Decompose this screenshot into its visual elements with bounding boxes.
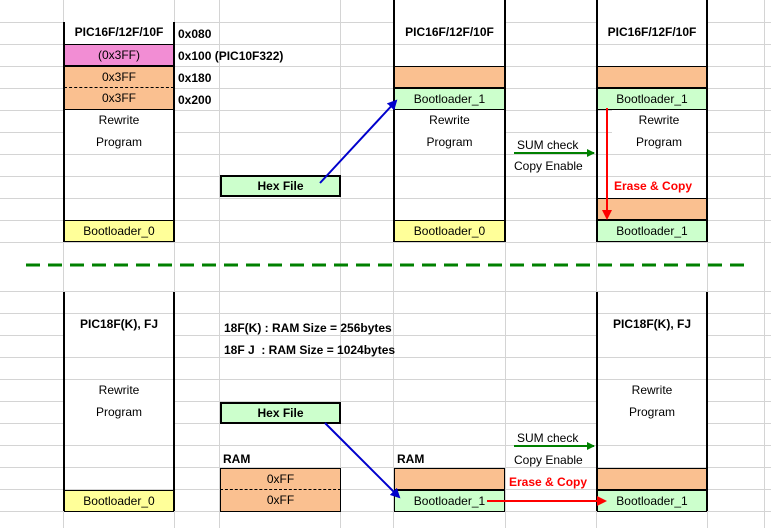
ram-label: RAM: [397, 452, 425, 466]
grid-line: [0, 44, 771, 45]
memory-row: Bootloader_1: [394, 88, 505, 110]
memory-row: Rewrite: [65, 110, 173, 132]
ram-label: RAM: [223, 452, 251, 466]
grid-line: [0, 423, 771, 424]
grid-line: [0, 88, 771, 89]
grid-line: [0, 220, 771, 221]
memory-row: Bootloader_0: [394, 220, 505, 242]
column-header: PIC18F(K), FJ: [598, 314, 706, 336]
grid-line: [0, 66, 771, 67]
address-label: 0x180: [178, 71, 212, 85]
memory-row: Bootloader_0: [64, 490, 174, 512]
memory-row: Bootloader_1: [597, 220, 707, 242]
grid-line: [63, 0, 64, 528]
erase-copy-label: Erase & Copy: [509, 475, 588, 489]
column-border: [173, 22, 175, 242]
memory-row-empty: [597, 66, 707, 88]
hex-to-bootloader-arrow: [319, 99, 398, 184]
copy-enable-label: Copy Enable: [514, 159, 583, 173]
copy-enable-label: Copy Enable: [514, 453, 583, 467]
ram-size-note: 18F(K) : RAM Size = 256bytes: [224, 321, 392, 335]
memory-row: Rewrite: [612, 110, 706, 132]
column-border: [393, 0, 395, 242]
grid-line: [764, 0, 765, 528]
grid-line: [0, 242, 771, 243]
ram-row: 0xFF: [220, 468, 341, 490]
memory-row: Program: [612, 132, 706, 154]
memory-row: Rewrite: [395, 110, 504, 132]
column-header: PIC16F/12F/10F: [395, 22, 504, 44]
memory-row-empty: [597, 198, 707, 220]
memory-row: 0x3FF: [64, 88, 174, 110]
grid-line: [0, 313, 771, 314]
memory-row: Program: [395, 132, 504, 154]
grid-line: [0, 379, 771, 380]
column-border: [173, 292, 175, 511]
grid-line: [0, 198, 771, 199]
grid-line: [0, 291, 771, 292]
memory-row: Bootloader_0: [64, 220, 174, 242]
address-label: 0x200: [178, 93, 212, 107]
memory-row: Rewrite: [65, 380, 173, 402]
memory-row: (0x3FF): [64, 44, 174, 66]
ram-size-note: 18F J : RAM Size = 1024bytes: [224, 343, 396, 357]
column-border: [504, 0, 506, 242]
grid-line: [0, 445, 771, 446]
grid-line: [0, 154, 771, 155]
grid-line: [0, 132, 771, 133]
column-border: [63, 22, 65, 242]
memory-row: 0x3FF: [64, 66, 174, 88]
column-header: PIC16F/12F/10F: [65, 22, 173, 44]
ram-row: 0xFF: [220, 490, 341, 512]
column-border: [596, 0, 598, 242]
column-header: PIC16F/12F/10F: [598, 22, 706, 44]
hex-file-box: Hex File: [220, 175, 341, 197]
grid-line: [707, 0, 708, 528]
grid-line: [219, 0, 220, 528]
hex-file-box: Hex File: [220, 402, 341, 424]
grid-line: [0, 335, 771, 336]
column-border: [63, 292, 65, 511]
column-header: PIC18F(K), FJ: [65, 314, 173, 336]
memory-row-empty: [597, 468, 707, 490]
grid-line: [0, 110, 771, 111]
grid-line: [174, 0, 175, 528]
memory-row: Program: [65, 132, 173, 154]
ram-row-empty: [394, 468, 505, 490]
hex-to-ram-arrow: [324, 422, 401, 499]
address-label: 0x100 (PIC10F322): [178, 49, 284, 63]
grid-line: [0, 176, 771, 177]
grid-line: [393, 0, 394, 528]
memory-row: Bootloader_1: [597, 88, 707, 110]
memory-row: Bootloader_1: [394, 490, 505, 512]
grid-line: [0, 511, 771, 512]
grid-line: [0, 467, 771, 468]
address-label: 0x080: [178, 27, 212, 41]
sum-check-label: SUM check: [517, 138, 579, 152]
erase-copy-label: Erase & Copy: [614, 179, 693, 193]
grid-line: [0, 357, 771, 358]
grid-line: [0, 489, 771, 490]
sum-check-label: SUM check: [517, 431, 579, 445]
memory-row: Program: [65, 402, 173, 424]
column-border: [706, 292, 708, 511]
grid-line: [596, 0, 597, 528]
memory-row: Rewrite: [598, 380, 706, 402]
grid-line: [505, 0, 506, 528]
memory-row-empty: [394, 66, 505, 88]
memory-row: Program: [598, 402, 706, 424]
grid-line: [0, 401, 771, 402]
column-border: [596, 292, 598, 511]
grid-line: [0, 22, 771, 23]
column-border: [706, 0, 708, 242]
